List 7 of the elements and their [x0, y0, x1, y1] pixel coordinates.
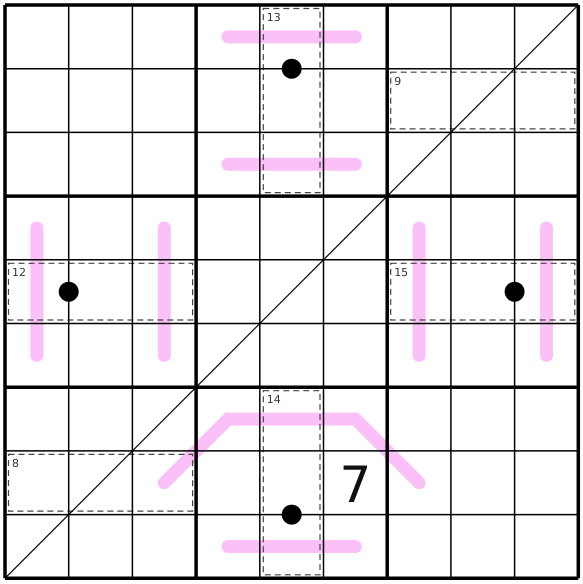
cage-sum: 8 — [12, 458, 19, 469]
given-digit: 7 — [339, 460, 372, 510]
cage-sum: 14 — [266, 394, 281, 406]
cage-sum: 12 — [12, 266, 26, 278]
cage-sum: 9 — [394, 76, 402, 87]
cage-sum: 13 — [266, 12, 281, 23]
cage-sum: 15 — [394, 266, 408, 278]
